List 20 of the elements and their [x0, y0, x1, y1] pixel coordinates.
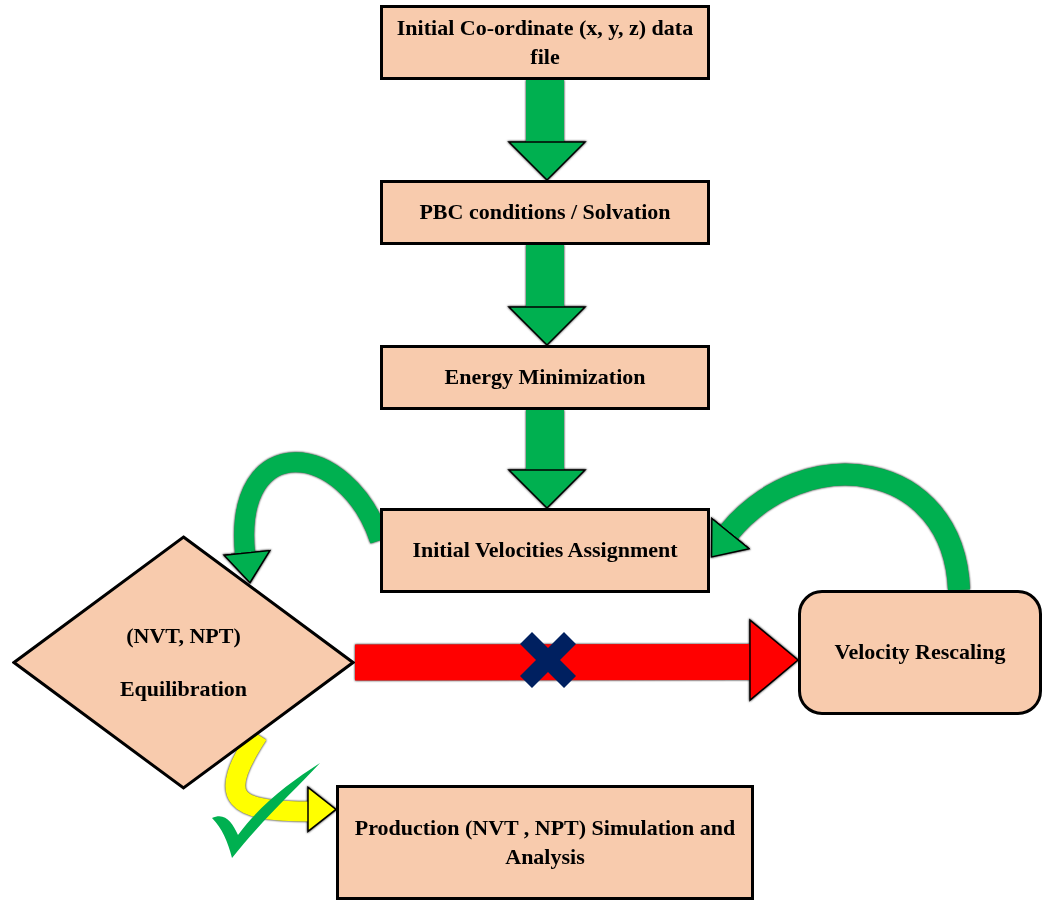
node-text: Production (NVT , NPT) Simulation and Analysis	[353, 813, 737, 871]
arrow	[508, 80, 586, 181]
decision-diamond	[12, 535, 355, 790]
process-box	[380, 5, 710, 80]
process-box	[380, 508, 710, 593]
process-box	[336, 785, 754, 900]
node-text: Energy Minimization	[444, 363, 646, 392]
arrow	[708, 463, 970, 592]
arrow	[508, 410, 586, 509]
arrow	[508, 245, 586, 346]
node-text: Initial Velocities Assignment	[412, 536, 678, 565]
node-text: PBC conditions / Solvation	[419, 198, 671, 227]
process-box	[380, 180, 710, 245]
node-text: Velocity Rescaling	[834, 638, 1006, 667]
arrow	[355, 619, 799, 701]
process-box	[798, 590, 1042, 715]
node-text: Equilibration	[119, 674, 248, 703]
process-box	[380, 345, 710, 410]
node-text: (NVT, NPT)	[126, 621, 241, 650]
node-text: Initial Co-ordinate (x, y, z) data file	[395, 13, 695, 71]
